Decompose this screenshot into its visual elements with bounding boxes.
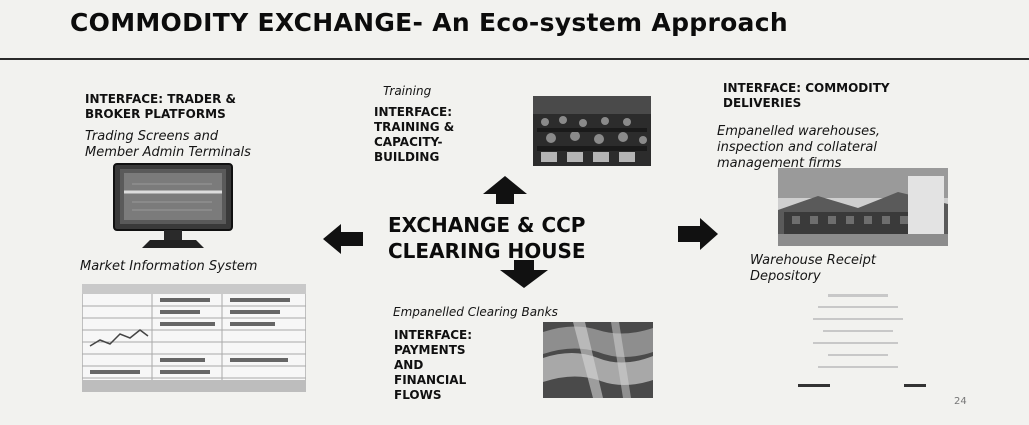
- center-line2: CLEARING HOUSE: [388, 239, 586, 263]
- deliveries-subtitle: Empanelled warehouses, inspection and co…: [717, 124, 880, 172]
- deliveries-sub-line3: management firms: [717, 156, 842, 171]
- training-header-line2: TRAINING &: [374, 120, 455, 134]
- trader-header: INTERFACE: TRADER & BROKER PLATFORMS: [85, 92, 236, 122]
- training-label: Training: [383, 84, 432, 98]
- deliveries-header-line1: INTERFACE: COMMODITY: [723, 81, 890, 95]
- warehouse-receipt-line2: Depository: [750, 269, 821, 284]
- center-hub: EXCHANGE & CCP CLEARING HOUSE: [388, 212, 586, 264]
- classroom-photo: [533, 96, 651, 166]
- banknote-photo: [543, 322, 653, 398]
- arrow-left-icon: [323, 224, 363, 254]
- slide-title: COMMODITY EXCHANGE- An Eco-system Approa…: [70, 8, 788, 37]
- payments-header-line5: FLOWS: [394, 388, 442, 402]
- deliveries-header-line2: DELIVERIES: [723, 96, 802, 110]
- monitor-icon: [113, 163, 233, 248]
- arrow-down-icon: [500, 260, 548, 288]
- arrow-up-icon: [483, 176, 527, 204]
- trader-subtitle: Trading Screens and Member Admin Termina…: [85, 129, 251, 161]
- payments-label: Empanelled Clearing Banks: [393, 305, 558, 319]
- training-header-line3: CAPACITY-: [374, 135, 443, 149]
- arrow-right-icon: [678, 218, 718, 250]
- payments-header-line2: PAYMENTS: [394, 343, 466, 357]
- deliveries-sub-line2: inspection and collateral: [717, 140, 877, 155]
- trader-header-line1: INTERFACE: TRADER &: [85, 92, 236, 106]
- warehouse-receipt-line1: Warehouse Receipt: [750, 253, 876, 268]
- training-header: INTERFACE: TRAINING & CAPACITY- BUILDING: [374, 105, 454, 165]
- document-icon: [798, 294, 926, 387]
- deliveries-sub-line1: Empanelled warehouses,: [717, 124, 880, 139]
- payments-header: INTERFACE: PAYMENTS AND FINANCIAL FLOWS: [394, 328, 472, 403]
- payments-header-line1: INTERFACE:: [394, 328, 473, 342]
- warehouse-photo: [778, 168, 948, 246]
- trader-sub-line1: Trading Screens and: [85, 129, 219, 144]
- deliveries-header: INTERFACE: COMMODITY DELIVERIES: [723, 81, 890, 111]
- center-line1: EXCHANGE & CCP: [388, 213, 586, 237]
- trader-header-line2: BROKER PLATFORMS: [85, 107, 226, 121]
- training-header-line1: INTERFACE:: [374, 105, 453, 119]
- payments-header-line4: FINANCIAL: [394, 373, 467, 387]
- training-header-line4: BUILDING: [374, 150, 440, 164]
- payments-header-line3: AND: [394, 358, 424, 372]
- page-number: 24: [954, 396, 967, 407]
- title-divider: [0, 58, 1029, 60]
- warehouse-receipt-label: Warehouse Receipt Depository: [750, 253, 876, 285]
- trader-sub-line2: Member Admin Terminals: [85, 145, 251, 160]
- market-info-label: Market Information System: [80, 259, 258, 274]
- spreadsheet-icon: [82, 284, 306, 392]
